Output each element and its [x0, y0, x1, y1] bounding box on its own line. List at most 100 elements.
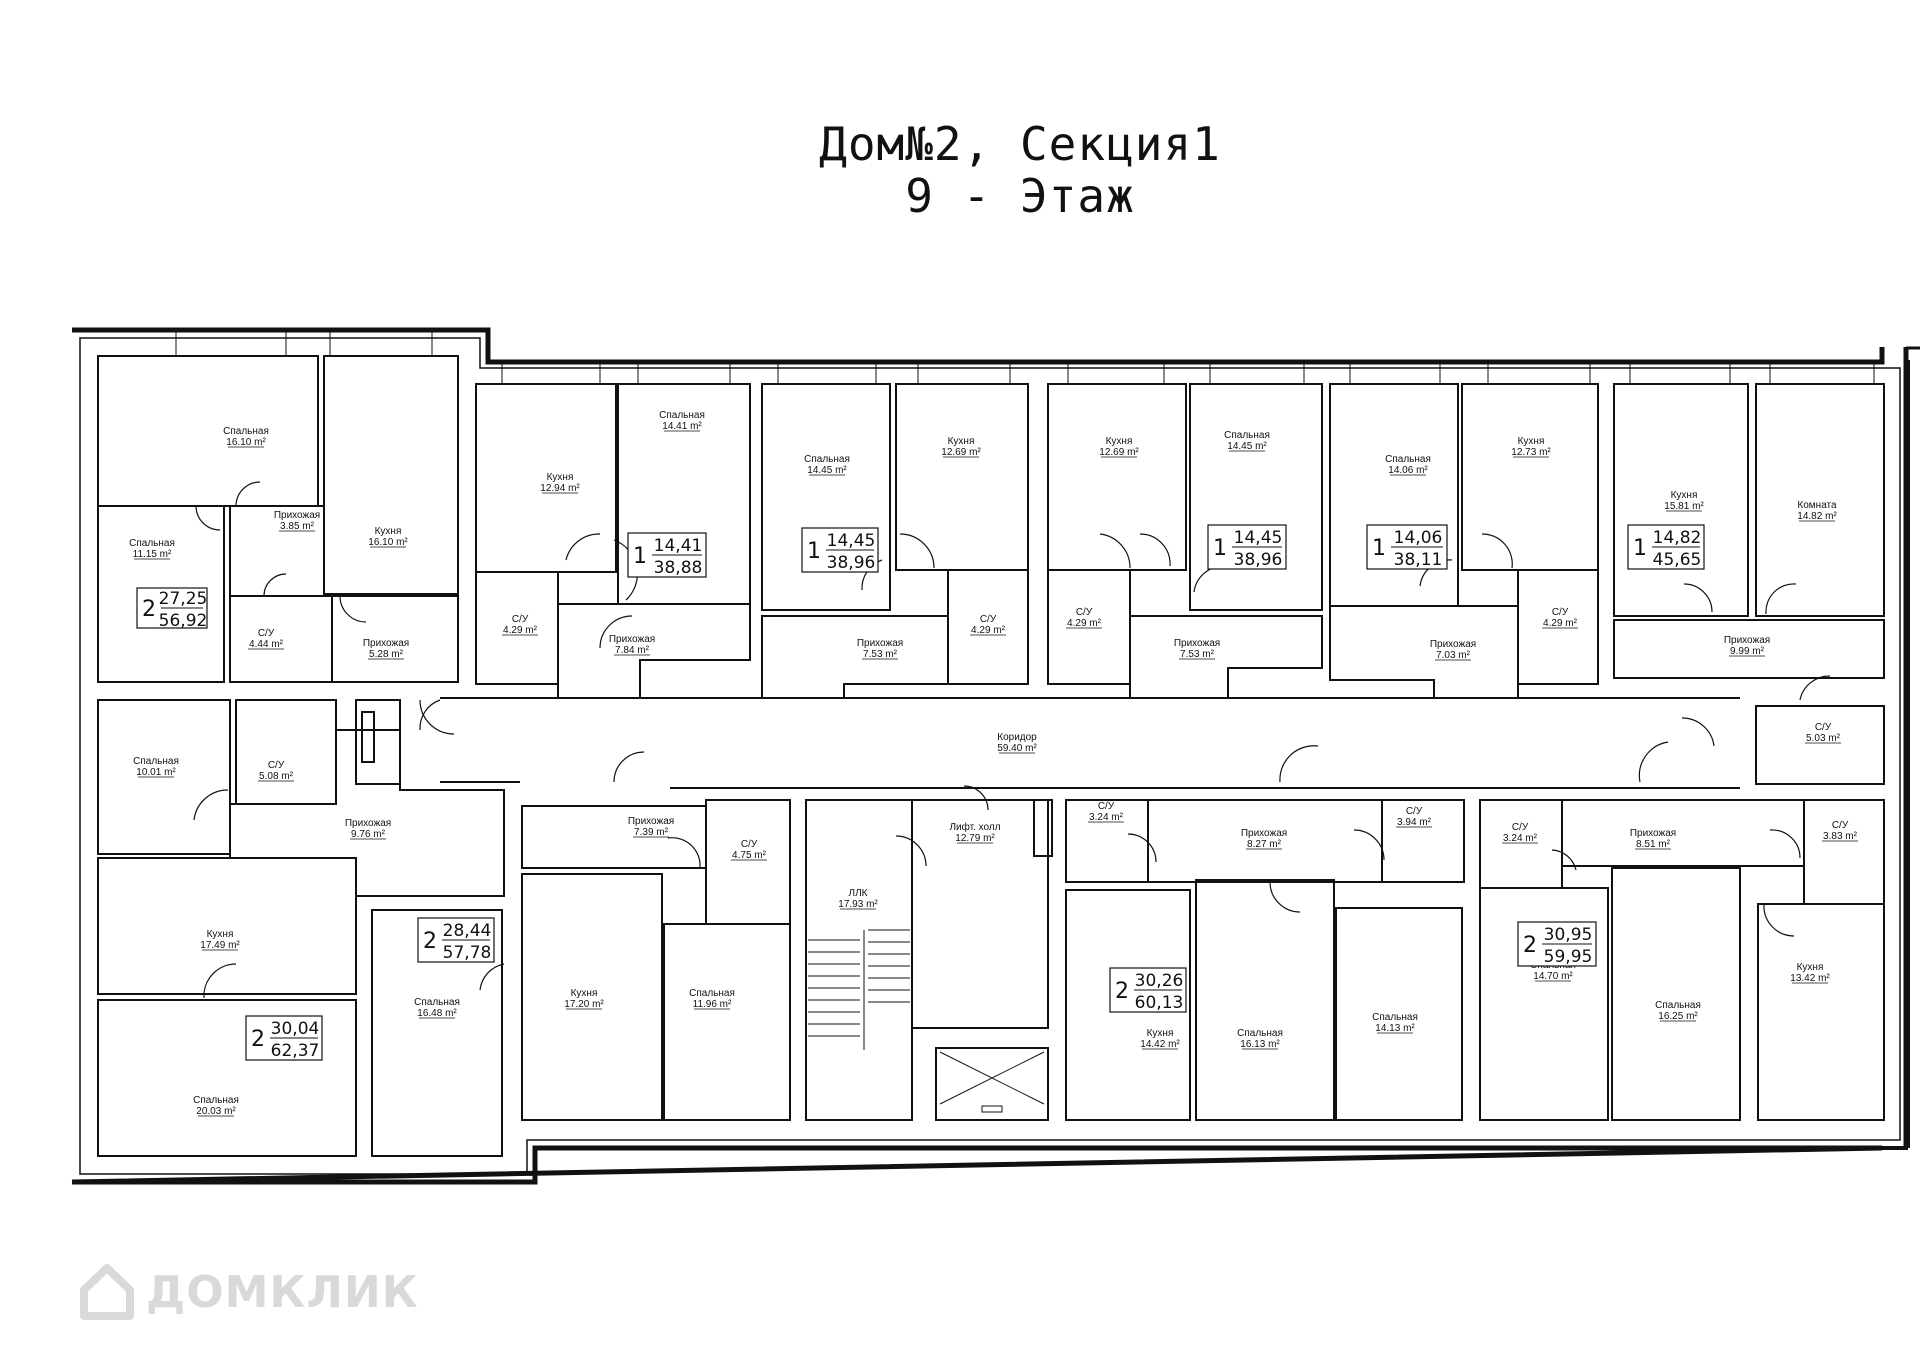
room-name: С/У — [741, 839, 758, 850]
room-area: 14.45 m² — [807, 465, 847, 476]
house-logo-icon — [80, 1264, 134, 1320]
room-label: С/У4.29 m² — [970, 614, 1006, 636]
room-label: С/У4.75 m² — [731, 839, 767, 861]
wall-hall-l — [229, 729, 505, 897]
wall-bed-g2 — [1335, 907, 1463, 1121]
apartment-room-count: 1 — [1633, 536, 1647, 561]
wall-hall-a — [557, 603, 751, 699]
plan-title: Дом№2, Секция1 9 - Этаж — [0, 118, 1920, 222]
room-area: 8.27 m² — [1247, 839, 1282, 850]
room-area: 3.83 m² — [1823, 831, 1858, 842]
room-area: 4.29 m² — [1067, 618, 1102, 629]
room-area: 4.29 m² — [1543, 618, 1578, 629]
wall-bath-g2 — [1381, 799, 1465, 883]
wall-room-8 — [235, 699, 337, 805]
apartment-room-count: 2 — [1523, 933, 1537, 958]
apartment-total-area: 60,13 — [1135, 993, 1184, 1013]
room-area: 5.28 m² — [369, 649, 404, 660]
room-area: 5.03 m² — [1806, 733, 1841, 744]
room-area: 3.24 m² — [1503, 833, 1538, 844]
room-area: 59.40 m² — [997, 743, 1037, 754]
stair-treads — [808, 929, 910, 1050]
room-name: Спальная — [1237, 1028, 1283, 1039]
room-area: 20.03 m² — [196, 1106, 236, 1117]
room-name: Спальная — [1224, 430, 1270, 441]
room-area: 11.96 m² — [693, 999, 732, 1010]
room-area: 12.69 m² — [941, 447, 981, 458]
room-area: 10.01 m² — [136, 767, 176, 778]
room-name: Прихожая — [628, 816, 674, 827]
wall-room-6 — [331, 595, 459, 683]
apartment-total-area: 59,95 — [1544, 947, 1593, 967]
room-name: Кухня — [207, 929, 234, 940]
room-name: Спальная — [1372, 1012, 1418, 1023]
room-area: 7.84 m² — [615, 645, 650, 656]
watermark-text: ДОМКЛИК — [146, 1266, 419, 1318]
room-area: 3.24 m² — [1089, 812, 1124, 823]
room-area: 17.20 m² — [564, 999, 604, 1010]
wall-hall-f — [521, 805, 707, 869]
room-area: 4.29 m² — [971, 625, 1006, 636]
window-marks — [175, 330, 1875, 384]
room-name: Прихожая — [857, 638, 903, 649]
apartment-total-area: 62,37 — [271, 1041, 320, 1061]
room-area: 14.42 m² — [1140, 1039, 1180, 1050]
apartment-living-area: 30,95 — [1544, 925, 1593, 945]
room-name: Прихожая — [1630, 828, 1676, 839]
room-name: Коридор — [997, 732, 1037, 743]
room-area: 14.82 m² — [1797, 511, 1837, 522]
room-area: 7.53 m² — [1180, 649, 1215, 660]
room-area: 7.53 m² — [863, 649, 898, 660]
wall-bath-f — [705, 799, 791, 925]
room-name: Кухня — [1147, 1028, 1174, 1039]
room-name: Лифт. холл — [949, 821, 1000, 833]
wall-room-11 — [371, 909, 503, 1157]
room-name: С/У — [268, 760, 285, 771]
room-name: Спальная — [133, 756, 179, 767]
wall-lift-hall — [911, 799, 1049, 1029]
lift-door — [981, 1105, 1003, 1113]
wall-shaft-small — [1033, 799, 1053, 857]
apartment-room-count: 1 — [1372, 536, 1386, 561]
wall-room-1 — [97, 355, 319, 507]
room-area: 12.69 m² — [1099, 447, 1139, 458]
wall-room-3 — [97, 505, 225, 683]
room-name: Спальная — [193, 1095, 239, 1106]
room-area: 16.10 m² — [226, 437, 266, 448]
room-name: Прихожая — [1241, 828, 1287, 839]
room-area: 12.73 m² — [1511, 447, 1551, 458]
room-area: 7.39 m² — [634, 827, 669, 838]
room-area: 14.06 m² — [1388, 465, 1428, 476]
room-name: С/У — [1832, 820, 1849, 831]
wall-bed-g — [1195, 879, 1335, 1121]
room-area: 4.75 m² — [732, 850, 767, 861]
apartment-total-area: 45,65 — [1653, 550, 1702, 570]
wall-bed-d — [1329, 383, 1459, 607]
wall-kitchen-c — [1047, 383, 1187, 571]
